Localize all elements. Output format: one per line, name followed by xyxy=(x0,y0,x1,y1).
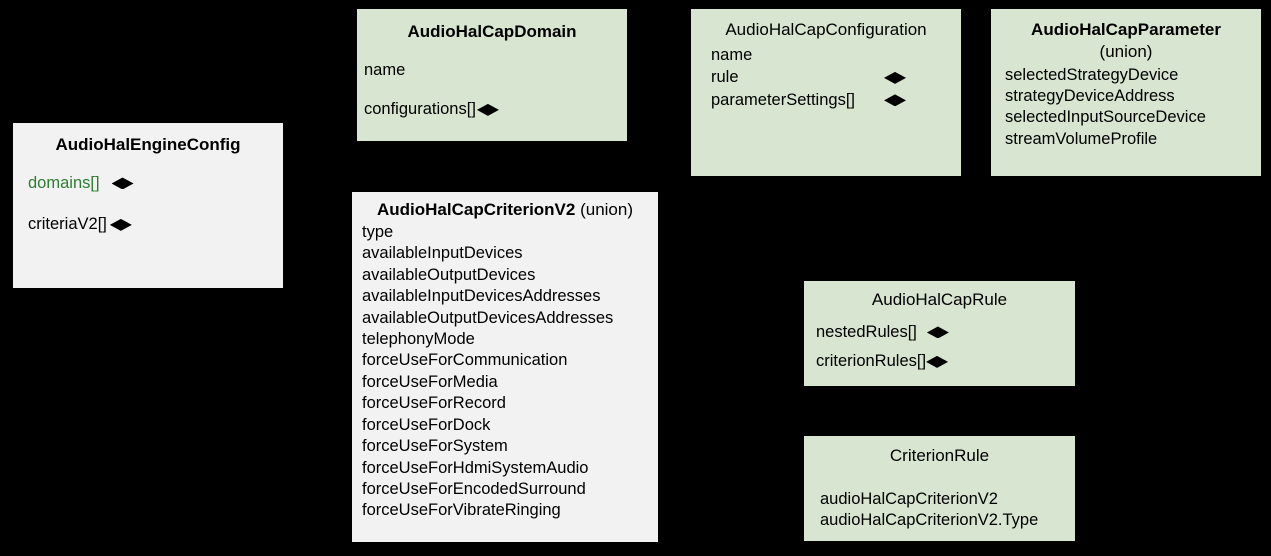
attribute-label-parametersettings: parameterSettings[] xyxy=(711,90,855,109)
class-stereotype-audiohalcapparameter: (union) xyxy=(1099,41,1153,61)
attribute-label-selectedinputsourcedevice[interactable]: selectedInputSourceDevice xyxy=(1005,108,1206,127)
class-title-audiohalcapcriterionv2: AudioHalCapCriterionV2 (union) xyxy=(377,200,633,219)
composition-diamond-nestedrules xyxy=(926,326,949,339)
class-stereotype-audiohalcapcriterionv2: (union) xyxy=(575,200,633,219)
composition-diamond-domains xyxy=(111,177,134,190)
class-title-audiohalengineconfig: AudioHalEngineConfig xyxy=(55,135,241,154)
attribute-label-audiohalcapcriterionv2[interactable]: audioHalCapCriterionV2 xyxy=(820,489,998,508)
attribute-label-forceusefordock[interactable]: forceUseForDock xyxy=(362,415,491,434)
class-title-audiohalcaprule: AudioHalCapRule xyxy=(871,290,1008,309)
attribute-label-criterionrules: criterionRules[] xyxy=(816,352,927,371)
class-box-audiohalcapcriterionv2[interactable]: AudioHalCapCriterionV2 (union) type avai… xyxy=(352,192,658,542)
composition-diamond-criterionrules xyxy=(926,355,949,368)
class-box-audiohalcapparameter[interactable]: AudioHalCapParameter (union) selectedStr… xyxy=(991,9,1261,176)
attribute-label-streamvolumeprofile[interactable]: streamVolumeProfile xyxy=(1005,129,1158,148)
attribute-label-forceuseforrecord[interactable]: forceUseForRecord xyxy=(362,394,506,413)
attribute-label-availableoutputdevicesaddresses[interactable]: availableOutputDevicesAddresses xyxy=(362,308,614,327)
composition-diamond-parametersettings xyxy=(884,94,906,107)
class-box-audiohalcapconfiguration[interactable]: AudioHalCapConfiguration name rule param… xyxy=(691,9,961,176)
attribute-row-configurations[interactable]: configurations[] xyxy=(357,99,627,120)
attribute-label-type[interactable]: type xyxy=(362,222,394,241)
class-title-audiohalcapdomain: AudioHalCapDomain xyxy=(407,22,577,41)
attribute-label-forceuseforhdmisystemaudio[interactable]: forceUseForHdmiSystemAudio xyxy=(362,458,589,477)
composition-diamond-criteriav2 xyxy=(109,218,132,231)
attribute-row-rule[interactable]: rule xyxy=(691,67,961,88)
attribute-label-criteriav2: criteriaV2[] xyxy=(28,215,107,234)
attribute-label-configurations: configurations[] xyxy=(364,100,476,119)
attribute-label-audiohalcapcriterionv2-type[interactable]: audioHalCapCriterionV2.Type xyxy=(820,511,1039,530)
attribute-row-criterionrules[interactable]: criterionRules[] xyxy=(804,351,1075,372)
class-title-criterionrule: CriterionRule xyxy=(889,446,990,465)
attribute-label-telephonymode[interactable]: telephonyMode xyxy=(362,329,475,348)
attribute-label-forceuseforcommunication[interactable]: forceUseForCommunication xyxy=(362,351,568,370)
attribute-row-config-name[interactable]: name xyxy=(691,45,961,66)
attribute-label-availableoutputdevices[interactable]: availableOutputDevices xyxy=(362,265,536,284)
attribute-row-nestedrules[interactable]: nestedRules[] xyxy=(804,322,1075,343)
class-title-audiohalcapparameter: AudioHalCapParameter xyxy=(1031,20,1221,39)
class-box-audiohalcapdomain[interactable]: AudioHalCapDomain name configurations[] xyxy=(357,9,627,141)
class-box-audiohalengineconfig[interactable]: AudioHalEngineConfig domains[] criteriaV… xyxy=(13,123,283,288)
attribute-label-forceuseforencodedsurround[interactable]: forceUseForEncodedSurround xyxy=(362,480,586,498)
class-box-criterionrule[interactable]: CriterionRule audioHalCapCriterionV2 aud… xyxy=(804,436,1075,541)
attribute-label-rule: rule xyxy=(711,68,739,87)
class-box-audiohalcaprule[interactable]: AudioHalCapRule nestedRules[] criterionR… xyxy=(804,281,1075,386)
attribute-row-domains[interactable]: domains[] xyxy=(13,173,283,194)
attribute-label-forceuseformedia[interactable]: forceUseForMedia xyxy=(362,372,498,391)
attribute-row-domain-name[interactable]: name xyxy=(357,60,627,81)
attribute-label-strategydeviceaddress[interactable]: strategyDeviceAddress xyxy=(1005,86,1175,105)
attribute-row-parametersettings[interactable]: parameterSettings[] xyxy=(691,90,961,111)
attribute-label-selectedstrategydevice[interactable]: selectedStrategyDevice xyxy=(1005,65,1179,84)
class-title-audiohalcapconfiguration: AudioHalCapConfiguration xyxy=(725,20,927,39)
attribute-label-availableinputdevicesaddresses[interactable]: availableInputDevicesAddresses xyxy=(362,287,601,306)
attribute-label-domains: domains[] xyxy=(28,173,100,192)
attribute-label-domain-name: name xyxy=(364,60,406,79)
attribute-row-criteriav2[interactable]: criteriaV2[] xyxy=(13,214,283,235)
attribute-label-availableinputdevices[interactable]: availableInputDevices xyxy=(362,244,523,263)
composition-diamond-rule xyxy=(884,71,906,84)
attribute-label-forceuseforsystem[interactable]: forceUseForSystem xyxy=(362,437,508,456)
attribute-label-forceuseforvibrateringing[interactable]: forceUseForVibrateRinging xyxy=(362,501,561,520)
attribute-label-config-name: name xyxy=(711,45,753,64)
composition-diamond-configurations xyxy=(476,103,499,116)
attribute-label-nestedrules: nestedRules[] xyxy=(816,322,917,341)
